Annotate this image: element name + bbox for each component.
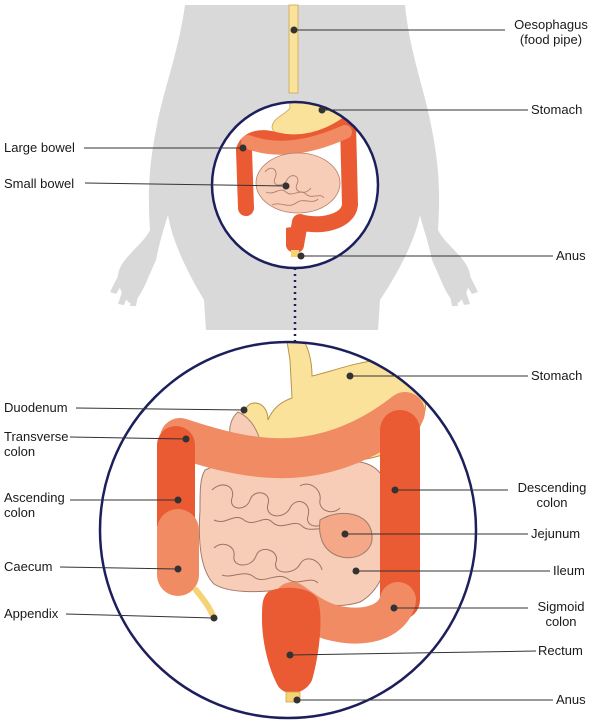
big-transverse-colon bbox=[160, 392, 425, 479]
label-rectum: Rectum bbox=[538, 643, 583, 658]
left-hand-fingers bbox=[110, 272, 140, 306]
detail-leaders bbox=[59, 372, 553, 704]
small-transverse bbox=[241, 125, 352, 155]
label-stomach-detail: Stomach bbox=[531, 368, 583, 383]
label-ascending-line1: Ascending bbox=[4, 490, 65, 505]
top-leaders bbox=[84, 26, 553, 260]
label-sigmoid-line1: Sigmoid bbox=[537, 599, 585, 614]
small-bowel-coils bbox=[264, 167, 325, 206]
label-transverse-colon: Transverse colon bbox=[4, 429, 69, 459]
label-anus-top: Anus bbox=[556, 248, 586, 263]
big-zoom-circle bbox=[98, 340, 478, 720]
big-rectum bbox=[262, 587, 321, 694]
big-small-bowel-coils bbox=[211, 483, 361, 584]
label-descending-line1: Descending bbox=[517, 480, 587, 495]
label-descending-line2: colon bbox=[536, 495, 568, 510]
label-sigmoid-colon: Sigmoid colon bbox=[526, 599, 596, 629]
label-anus-detail: Anus bbox=[556, 692, 586, 707]
label-ileum: Ileum bbox=[553, 563, 585, 578]
oesophagus-tube bbox=[288, 4, 299, 94]
label-caecum: Caecum bbox=[4, 559, 53, 574]
label-stomach-top: Stomach bbox=[531, 102, 583, 117]
label-jejunum: Jejunum bbox=[531, 526, 581, 541]
small-small-bowel bbox=[255, 152, 341, 214]
label-small-bowel: Small bowel bbox=[4, 176, 75, 191]
label-oesophagus-line1: Oesophagus bbox=[514, 17, 588, 32]
label-transverse-line1: Transverse bbox=[4, 429, 69, 444]
label-oesophagus-line2: (food pipe) bbox=[519, 32, 583, 47]
label-appendix: Appendix bbox=[4, 606, 59, 621]
right-hand-fingers bbox=[448, 272, 478, 306]
small-anus bbox=[291, 250, 299, 257]
small-circle-content bbox=[212, 102, 378, 268]
small-rectum bbox=[286, 227, 304, 253]
label-duodenum: Duodenum bbox=[4, 400, 68, 415]
label-ascending-line2: colon bbox=[4, 505, 36, 520]
big-anus bbox=[285, 691, 301, 703]
label-large-bowel: Large bowel bbox=[4, 140, 75, 155]
label-transverse-line2: colon bbox=[4, 444, 36, 459]
label-sigmoid-line2: colon bbox=[545, 614, 577, 629]
big-circle-content bbox=[100, 342, 476, 718]
label-ascending-colon: Ascending colon bbox=[4, 490, 65, 520]
label-descending-colon: Descending colon bbox=[508, 480, 596, 510]
label-oesophagus: Oesophagus (food pipe) bbox=[505, 17, 597, 47]
